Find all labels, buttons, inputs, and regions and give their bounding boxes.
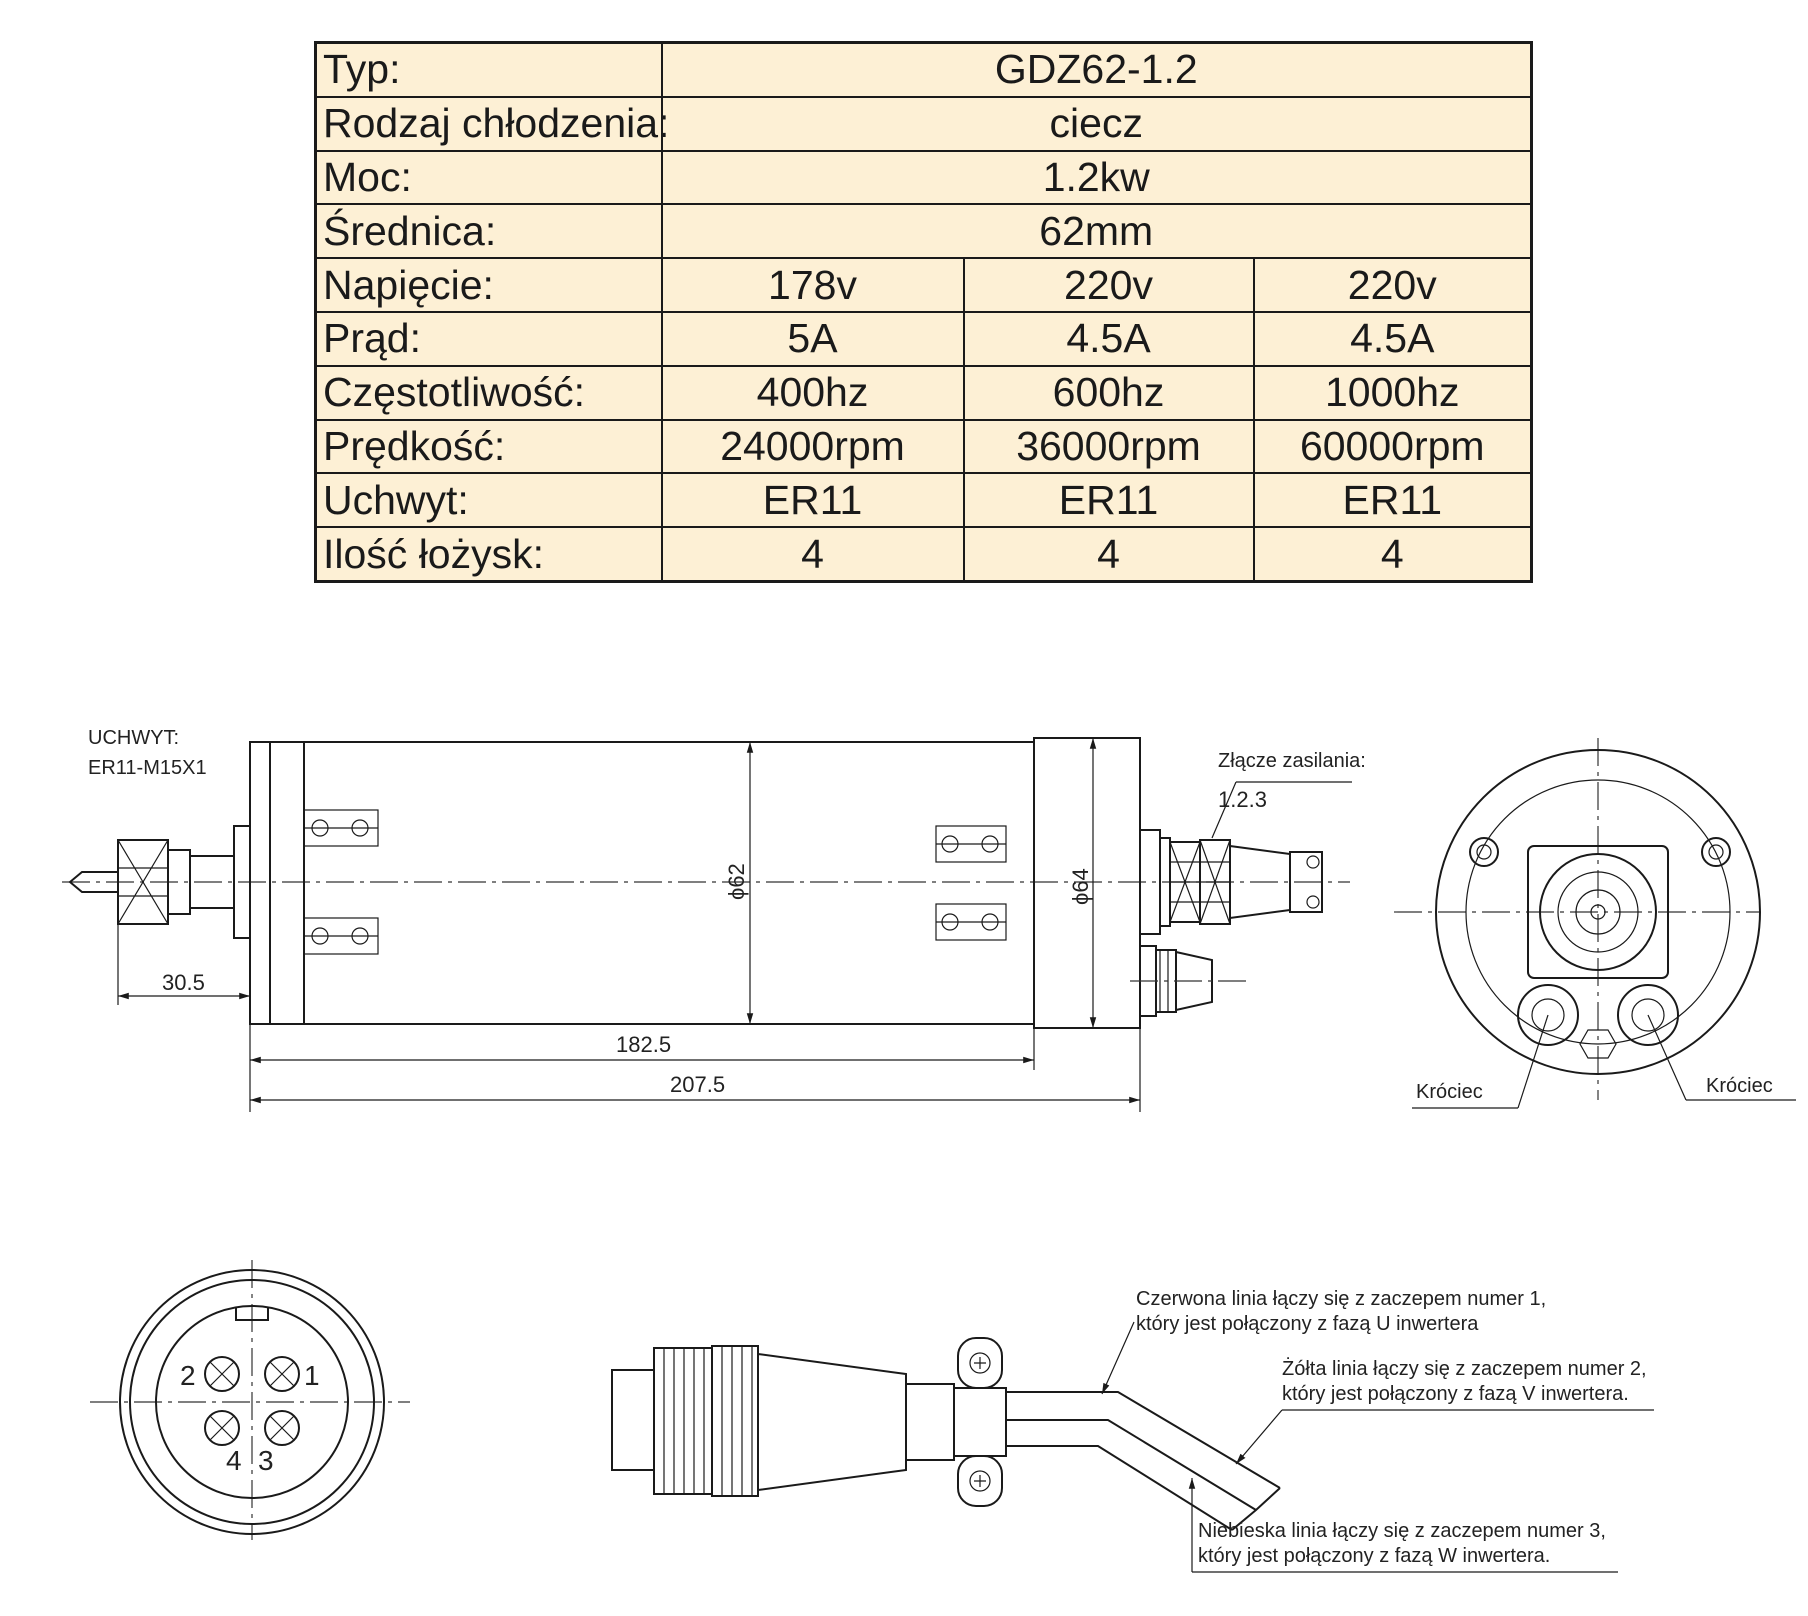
spindle-end-view: Króciec Króciec (1394, 738, 1796, 1109)
spec-row: Moc:1.2kw (314, 149, 1533, 206)
spec-row: Rodzaj chłodzenia:ciecz (314, 95, 1533, 152)
spec-label: Częstotliwość: (314, 364, 663, 421)
dim-body-length: 182.5 (616, 1032, 671, 1057)
spec-label: Średnica: (314, 203, 663, 260)
blue-wire-note-line1: Niebieska linia łączy się z zaczepem num… (1198, 1520, 1606, 1542)
spec-value: 36000rpm (962, 418, 1255, 475)
dim-collet-length: 30.5 (162, 970, 205, 995)
dim-body-diameter: ϕ62 (724, 863, 749, 900)
spec-value: 5A (660, 310, 965, 367)
plug-face-view: 1 2 3 4 (90, 1260, 410, 1540)
spec-value: 400hz (660, 364, 965, 421)
spindle-side-view: UCHWYT: ER11-M15X1 30.5 (62, 727, 1366, 1112)
spec-row: Średnica:62mm (314, 203, 1533, 260)
spec-label: Rodzaj chłodzenia: (314, 95, 669, 152)
spec-value: 220v (962, 257, 1255, 313)
spec-value: 600hz (962, 364, 1255, 421)
power-connector-label: Złącze zasilania: (1218, 750, 1366, 772)
spec-value: 4 (660, 526, 965, 583)
yellow-wire-note-line2: który jest połączony z fazą V inwertera. (1282, 1383, 1629, 1405)
spec-value: ER11 (660, 472, 965, 529)
spec-value: ER11 (962, 472, 1255, 529)
pin-label-4: 4 (226, 1445, 242, 1476)
spec-value: 4.5A (1252, 310, 1533, 367)
spec-row: Typ:GDZ62-1.2 (314, 41, 1533, 98)
dim-total-length: 207.5 (670, 1072, 725, 1097)
pin-label-1: 1 (304, 1360, 320, 1391)
left-port-label: Króciec (1416, 1081, 1483, 1103)
spec-label: Uchwyt: (314, 472, 663, 529)
spec-label: Napięcie: (314, 257, 663, 313)
blue-wire-note-line2: który jest połączony z fazą W inwertera. (1198, 1545, 1550, 1567)
right-port-label: Króciec (1706, 1075, 1773, 1097)
spec-label: Prędkość: (314, 418, 663, 475)
dim-cap-diameter: ϕ64 (1068, 868, 1093, 905)
pin-label-3: 3 (258, 1445, 274, 1476)
spec-label: Prąd: (314, 310, 663, 367)
cable-plug-view: Czerwona linia łączy się z zaczepem nume… (611, 1288, 1654, 1573)
spec-value: 1.2kw (660, 149, 1533, 206)
yellow-wire-note-line1: Żółta linia łączy się z zaczepem numer 2… (1282, 1357, 1647, 1380)
pin-label-2: 2 (180, 1360, 196, 1391)
spec-value: GDZ62-1.2 (660, 41, 1533, 98)
spec-value: 178v (660, 257, 965, 313)
collet-label-spec: ER11-M15X1 (88, 757, 207, 779)
red-wire-note-line2: który jest połączony z fazą U inwertera (1136, 1313, 1479, 1335)
spec-label: Moc: (314, 149, 663, 206)
spec-value: 4.5A (962, 310, 1255, 367)
spec-value: ER11 (1252, 472, 1533, 529)
spec-value: 24000rpm (660, 418, 965, 475)
spec-value: 4 (1252, 526, 1533, 583)
spec-value: 220v (1252, 257, 1533, 313)
red-wire-note-line1: Czerwona linia łączy się z zaczepem nume… (1136, 1288, 1546, 1310)
spec-label: Typ: (314, 41, 663, 98)
spec-value: ciecz (660, 95, 1533, 152)
spec-value: 4 (962, 526, 1255, 583)
collet-label-title: UCHWYT: (88, 727, 179, 749)
power-connector-pins: 1.2.3 (1218, 787, 1267, 812)
spec-value: 60000rpm (1252, 418, 1533, 475)
spec-label: Ilość łożysk: (314, 526, 663, 583)
spec-value: 1000hz (1252, 364, 1533, 421)
spec-value: 62mm (660, 203, 1533, 260)
